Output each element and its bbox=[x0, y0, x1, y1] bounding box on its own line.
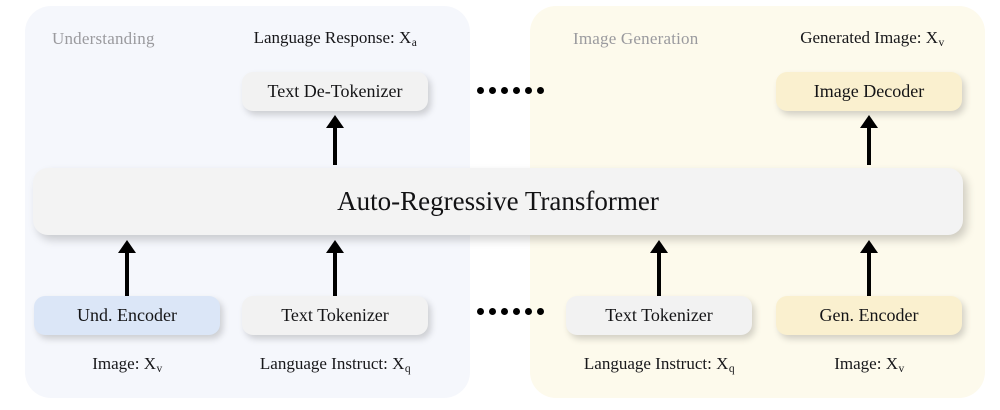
caption-language-instruct-right-subscript: q bbox=[728, 363, 735, 375]
arrow-shaft bbox=[333, 127, 337, 165]
caption-generated-image: Generated Image: Xv bbox=[772, 28, 972, 49]
module-text-tokenizer-right: Text Tokenizer bbox=[566, 296, 752, 335]
arrow-from-text-tokenizer-left bbox=[326, 240, 344, 296]
dot-icon bbox=[501, 87, 508, 94]
dot-icon bbox=[537, 308, 544, 315]
ellipsis-bottom bbox=[477, 308, 544, 315]
caption-image-right-subscript: v bbox=[898, 363, 905, 375]
arrow-from-gen-encoder bbox=[860, 240, 878, 296]
caption-language-instruct-left-subscript: q bbox=[404, 363, 411, 375]
caption-image-left-subscript: v bbox=[156, 363, 163, 375]
dot-icon bbox=[537, 87, 544, 94]
arrow-to-image-decoder bbox=[860, 115, 878, 165]
caption-image-left-text: Image: X bbox=[92, 354, 156, 373]
module-text-tokenizer-left: Text Tokenizer bbox=[242, 296, 428, 335]
arrowhead-up-icon bbox=[860, 115, 878, 128]
arrow-from-und-encoder bbox=[118, 240, 136, 296]
panel-title-understanding: Understanding bbox=[52, 29, 155, 48]
arrow-shaft bbox=[867, 127, 871, 165]
caption-image-right-text: Image: X bbox=[834, 354, 898, 373]
arrowhead-up-icon bbox=[326, 115, 344, 128]
caption-language-instruct-right: Language Instruct: Xq bbox=[566, 354, 752, 375]
caption-image-left: Image: Xv bbox=[34, 354, 220, 375]
dot-icon bbox=[477, 308, 484, 315]
module-gen-encoder: Gen. Encoder bbox=[776, 296, 962, 335]
arrowhead-up-icon bbox=[650, 240, 668, 253]
caption-image-right: Image: Xv bbox=[776, 354, 962, 375]
module-text-de-tokenizer: Text De-Tokenizer bbox=[242, 72, 428, 111]
dot-icon bbox=[525, 87, 532, 94]
arrow-shaft bbox=[125, 252, 129, 296]
arrow-shaft bbox=[657, 252, 661, 296]
caption-language-response: Language Response: Xa bbox=[235, 28, 435, 49]
dot-icon bbox=[513, 308, 520, 315]
arrow-shaft bbox=[333, 252, 337, 296]
panel-title-image-generation: Image Generation bbox=[573, 29, 699, 48]
caption-language-response-subscript: a bbox=[411, 37, 417, 49]
ellipsis-top bbox=[477, 87, 544, 94]
dot-icon bbox=[477, 87, 484, 94]
dot-icon bbox=[501, 308, 508, 315]
arrowhead-up-icon bbox=[326, 240, 344, 253]
arrow-from-text-tokenizer-right bbox=[650, 240, 668, 296]
caption-language-instruct-right-text: Language Instruct: X bbox=[583, 354, 729, 373]
dot-icon bbox=[489, 308, 496, 315]
caption-language-instruct-left: Language Instruct: Xq bbox=[242, 354, 428, 375]
module-und-encoder: Und. Encoder bbox=[34, 296, 220, 335]
caption-generated-image-text: Generated Image: X bbox=[800, 28, 939, 47]
caption-language-response-text: Language Response: X bbox=[253, 28, 412, 47]
arrow-shaft bbox=[867, 252, 871, 296]
caption-language-instruct-left-text: Language Instruct: X bbox=[259, 354, 405, 373]
caption-generated-image-subscript: v bbox=[938, 37, 945, 49]
module-image-decoder: Image Decoder bbox=[776, 72, 962, 111]
arrow-to-text-de-tokenizer bbox=[326, 115, 344, 165]
dot-icon bbox=[513, 87, 520, 94]
arrowhead-up-icon bbox=[118, 240, 136, 253]
arrowhead-up-icon bbox=[860, 240, 878, 253]
dot-icon bbox=[525, 308, 532, 315]
dot-icon bbox=[489, 87, 496, 94]
module-auto-regressive-transformer: Auto-Regressive Transformer bbox=[33, 168, 963, 235]
